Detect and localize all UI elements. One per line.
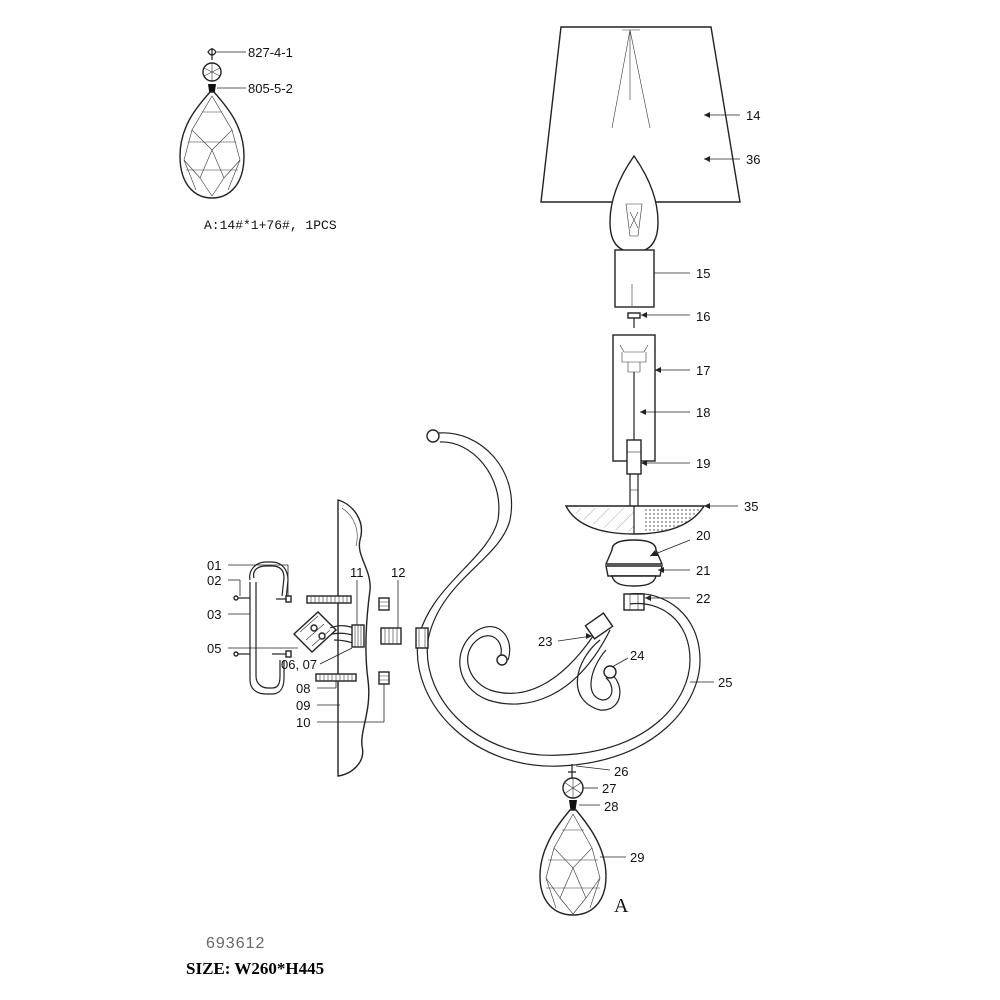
- svg-text:827-4-1: 827-4-1: [248, 45, 293, 60]
- screws-02: [233, 595, 250, 657]
- svg-text:01: 01: [207, 558, 221, 573]
- svg-text:22: 22: [696, 591, 710, 606]
- callout-805-5-2: 805-5-2: [217, 81, 293, 96]
- svg-text:09: 09: [296, 698, 310, 713]
- nut-10-bottom: [378, 671, 390, 685]
- callout-10: 10: [296, 684, 385, 730]
- callout-19: 19: [641, 456, 710, 471]
- svg-text:06, 07: 06, 07: [281, 657, 317, 672]
- detail-a-note: A:14#*1+76#, 1PCS: [204, 218, 337, 233]
- bobeche-35: [564, 505, 706, 535]
- nut-10-top: [378, 597, 390, 611]
- terminal-block-05: [292, 611, 357, 653]
- svg-text:25: 25: [718, 675, 732, 690]
- svg-text:10: 10: [296, 715, 310, 730]
- callout-35: 35: [704, 499, 758, 514]
- svg-text:08: 08: [296, 681, 310, 696]
- callout-01: 01: [207, 558, 289, 596]
- callout-36: 36: [704, 152, 760, 167]
- nipple-16: [627, 312, 641, 328]
- svg-text:23: 23: [538, 634, 552, 649]
- callout-05: 05: [207, 641, 298, 656]
- crystal-facets: [183, 95, 241, 197]
- svg-text:15: 15: [696, 266, 710, 281]
- pendant-29: [539, 809, 607, 916]
- callout-23: 23: [538, 633, 593, 649]
- callout-12: 12: [391, 565, 405, 628]
- model-code: 693612: [206, 935, 265, 952]
- svg-text:18: 18: [696, 405, 710, 420]
- connector-12: [380, 627, 402, 645]
- svg-text:17: 17: [696, 363, 710, 378]
- callout-09: 09: [296, 698, 340, 713]
- detail-letter-a: A: [614, 895, 629, 917]
- callout-20: 20: [649, 528, 710, 557]
- callout-02: 02: [207, 573, 241, 596]
- threaded-rod-08-bottom: [315, 673, 357, 682]
- size-label: SIZE: W260*H445: [186, 959, 324, 978]
- mounting-bracket-03: [249, 561, 289, 695]
- svg-text:805-5-2: 805-5-2: [248, 81, 293, 96]
- svg-text:16: 16: [696, 309, 710, 324]
- lamp-shade: [540, 26, 741, 203]
- callout-25: 25: [690, 675, 732, 690]
- svg-text:02: 02: [207, 573, 221, 588]
- callout-14: 14: [704, 108, 760, 123]
- screw-01: [272, 595, 292, 658]
- svg-text:26: 26: [614, 764, 628, 779]
- callout-16: 16: [641, 309, 710, 324]
- lamp-socket: [614, 249, 655, 308]
- svg-text:21: 21: [696, 563, 710, 578]
- threaded-rod-08-top: [306, 595, 352, 604]
- callout-27: 27: [583, 781, 616, 796]
- callout-29: 29: [600, 850, 644, 865]
- svg-text:11: 11: [350, 565, 364, 580]
- callout-22: 22: [645, 591, 710, 606]
- cup-20: [604, 539, 664, 565]
- octagon-27: [562, 777, 584, 799]
- svg-text:24: 24: [630, 648, 644, 663]
- callout-827-4-1: 827-4-1: [217, 45, 293, 60]
- callout-24: 24: [611, 648, 644, 668]
- callout-08: 08: [296, 681, 337, 696]
- svg-text:35: 35: [744, 499, 758, 514]
- svg-text:29: 29: [630, 850, 644, 865]
- cable-grip-11: [351, 624, 365, 648]
- hook-26: [568, 764, 576, 778]
- svg-text:03: 03: [207, 607, 221, 622]
- cup-21: [605, 565, 663, 587]
- callout-17: 17: [655, 363, 710, 378]
- svg-text:05: 05: [207, 641, 221, 656]
- callout-21: 21: [658, 563, 710, 578]
- arm-25: [415, 429, 701, 767]
- svg-text:27: 27: [602, 781, 616, 796]
- callout-11: 11: [350, 565, 364, 625]
- svg-text:28: 28: [604, 799, 618, 814]
- callout-03: 03: [207, 607, 250, 622]
- svg-text:19: 19: [696, 456, 710, 471]
- callout-15: 15: [654, 266, 710, 281]
- callout-28: 28: [579, 799, 618, 814]
- detail-a-crystal-assembly: [179, 48, 245, 199]
- callout-06-07: 06, 07: [281, 647, 353, 672]
- svg-text:36: 36: [746, 152, 760, 167]
- nut-22: [623, 593, 645, 611]
- callout-26: 26: [575, 764, 628, 779]
- rod-19: [629, 474, 639, 508]
- svg-text:20: 20: [696, 528, 710, 543]
- candle-tube: [612, 334, 656, 475]
- svg-text:14: 14: [746, 108, 760, 123]
- svg-text:12: 12: [391, 565, 405, 580]
- callout-18: 18: [640, 405, 710, 420]
